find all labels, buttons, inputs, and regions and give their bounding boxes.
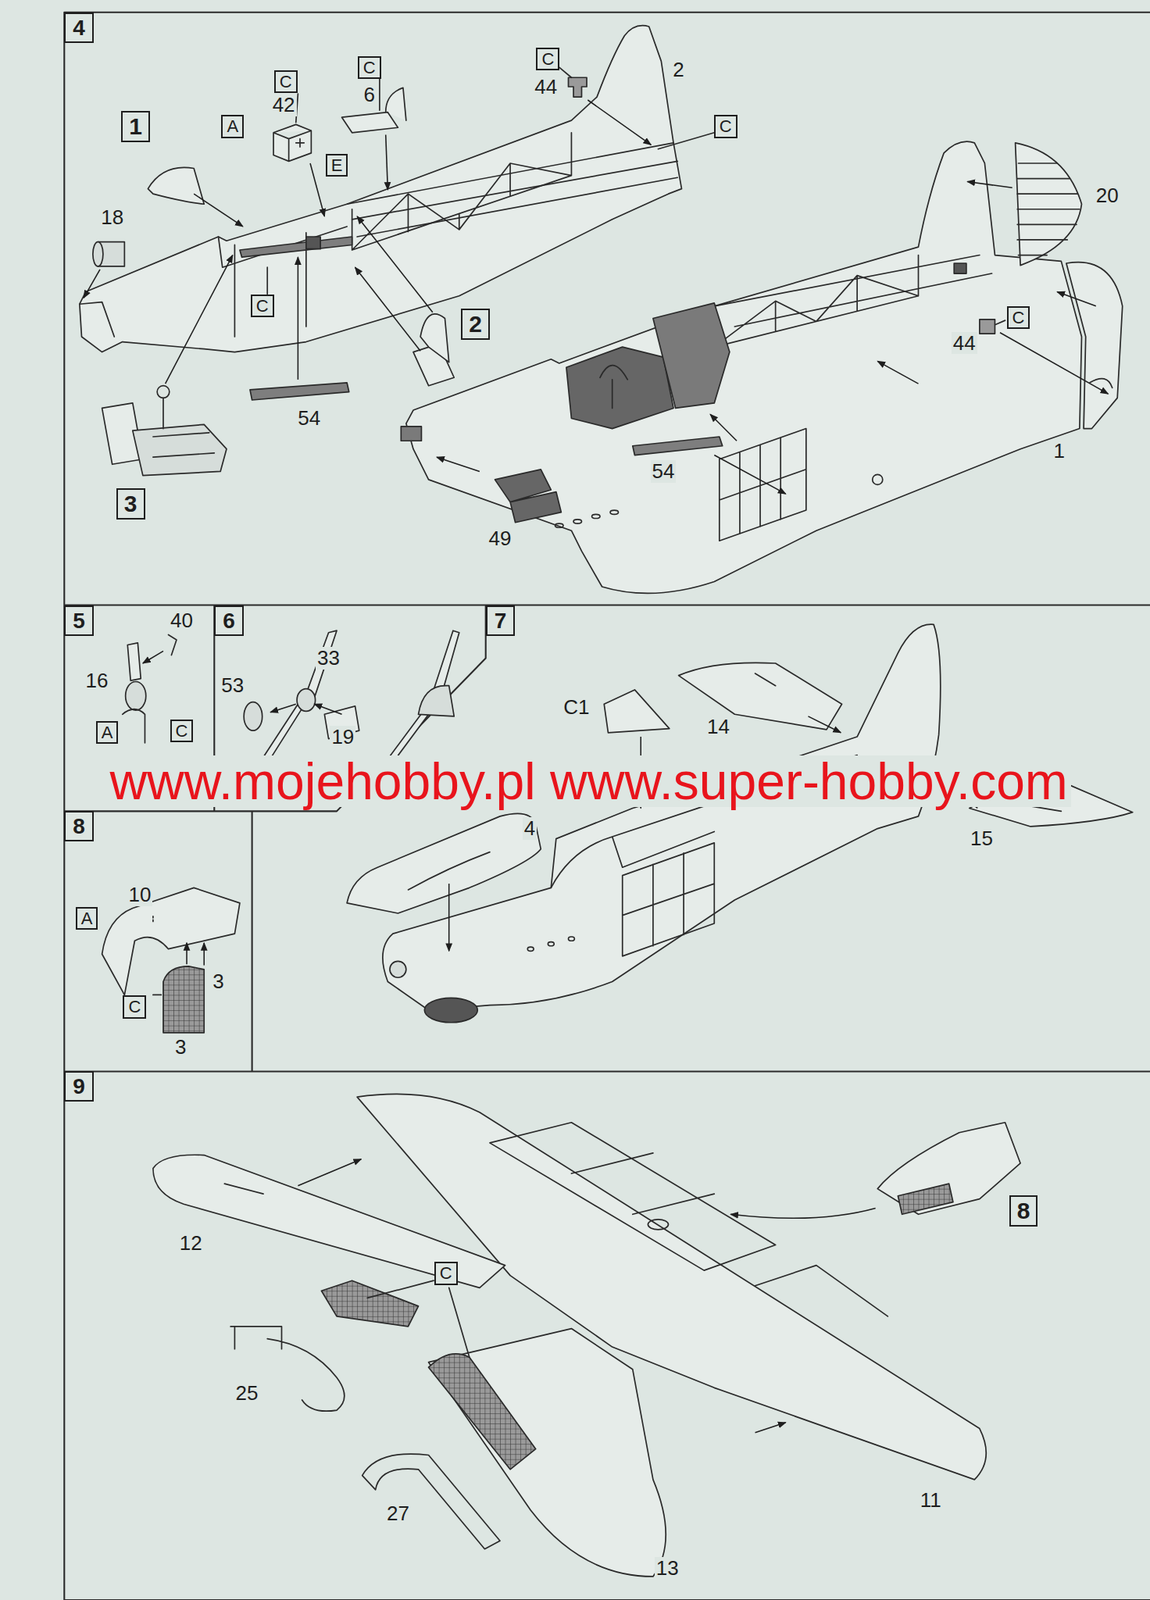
callout-label: C — [175, 721, 189, 741]
subassembly-box: 1 — [121, 110, 150, 143]
part-number: 6 — [362, 83, 377, 107]
part-number: 3 — [210, 970, 225, 993]
sprue-letter-box: C — [1007, 306, 1031, 329]
step-panel: 6 — [214, 605, 418, 759]
step-number: 9 — [64, 1071, 94, 1102]
part-number: 54 — [296, 407, 322, 430]
sprue-letter-box: C — [714, 114, 738, 138]
subassembly-box: 3 — [116, 488, 146, 520]
part-number: 18 — [99, 206, 125, 229]
part-number: 14 — [705, 715, 732, 739]
part-number: 12 — [178, 1232, 204, 1255]
part-number: 19 — [329, 725, 356, 749]
callout-label: C — [541, 49, 554, 69]
callout-label: C — [363, 57, 376, 78]
sprue-letter-box: C — [250, 294, 275, 318]
step-panel: 5C A — [64, 605, 215, 812]
step-number: 8 — [64, 810, 94, 842]
sprue-letter-box: A — [221, 114, 244, 138]
part-number: 49 — [487, 527, 514, 550]
sprue-letter-box: C — [535, 47, 560, 71]
part-number: 16 — [84, 669, 111, 693]
part-number: 20 — [1094, 184, 1121, 208]
step-panel: 8A C — [64, 810, 252, 1072]
sprue-letter-box: C — [122, 995, 147, 1018]
step-number: 4 — [64, 12, 94, 43]
callout-label: C — [279, 71, 293, 92]
sprue-letter-box: C — [274, 70, 298, 93]
part-number: 25 — [234, 1382, 261, 1405]
callout-label: C — [439, 1263, 453, 1283]
part-number: C1 — [561, 696, 591, 719]
part-number: 4 — [522, 817, 537, 840]
part-number: 53 — [219, 674, 246, 697]
part-number: 2 — [671, 58, 686, 82]
callout-label: 1 — [128, 112, 143, 141]
step-number: 7 — [485, 605, 516, 636]
subassembly-box: 2 — [460, 308, 490, 340]
part-number: 54 — [650, 460, 677, 483]
callout-label: C — [256, 296, 269, 316]
callout-label: 8 — [1017, 1196, 1031, 1225]
sprue-letter-box: C — [434, 1261, 458, 1285]
step-panel: 7 — [485, 605, 1150, 1072]
part-number: 3 — [173, 1035, 188, 1059]
part-number: 1 — [1052, 439, 1067, 463]
callout-label: C — [128, 996, 141, 1017]
callout-label: A — [101, 722, 114, 743]
callout-label: A — [226, 116, 239, 136]
sprue-letter-box: A — [75, 907, 99, 930]
callout-label: 3 — [124, 489, 138, 518]
part-number: 27 — [385, 1502, 411, 1525]
part-number: 15 — [968, 827, 995, 850]
part-number: 13 — [654, 1557, 681, 1580]
step-number: 6 — [214, 605, 244, 636]
sprue-letter-box: C — [357, 56, 382, 79]
callout-label: E — [331, 155, 343, 175]
subassembly-box: 8 — [1009, 1195, 1039, 1227]
sprue-letter-box: E — [325, 153, 349, 177]
callout-label: C — [1012, 307, 1025, 328]
part-number: 42 — [271, 93, 297, 117]
callout-label: 2 — [468, 310, 483, 339]
watermark: www.mojehobby.pl www.super-hobby.com — [106, 755, 1071, 808]
part-number: 44 — [532, 75, 559, 99]
callout-label: C — [719, 116, 733, 136]
step-number: 5 — [64, 605, 94, 636]
part-number: 33 — [315, 646, 342, 670]
sprue-letter-box: A — [96, 721, 119, 744]
part-number: 40 — [168, 609, 195, 633]
step-panel: 4 1 A C C E C C C 2 3 C — [64, 12, 1150, 606]
sprue-letter-box: C — [170, 719, 194, 743]
part-number: 11 — [918, 1489, 943, 1512]
part-number: 10 — [126, 883, 153, 907]
step-panel: 9C 8 — [64, 1071, 1150, 1600]
part-number: 44 — [951, 332, 978, 355]
callout-label: A — [81, 908, 93, 929]
